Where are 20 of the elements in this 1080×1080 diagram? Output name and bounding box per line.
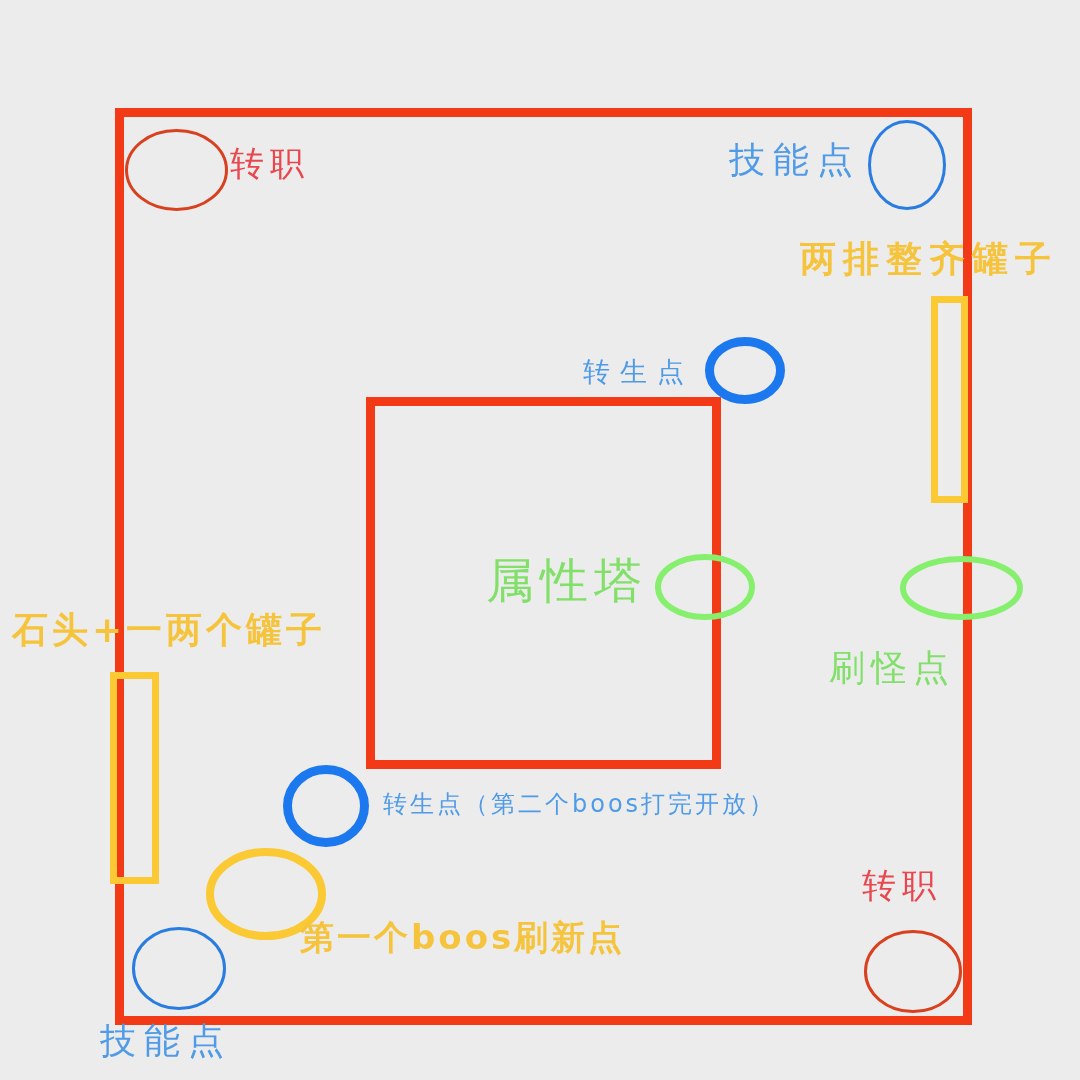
map-label: 转职 bbox=[862, 868, 942, 902]
map-label: 转职 bbox=[230, 146, 310, 180]
inner-square bbox=[366, 397, 721, 769]
map-label: 转生点 bbox=[583, 358, 694, 385]
map-label: 技能点 bbox=[729, 142, 861, 178]
map-label: 第一个boos刷新点 bbox=[300, 920, 626, 954]
ring-marker bbox=[283, 765, 369, 847]
area-label: 属性塔 bbox=[486, 556, 648, 604]
ring-marker bbox=[864, 930, 962, 1013]
map-label: 转生点（第二个boos打完开放） bbox=[383, 792, 777, 816]
ring-marker bbox=[900, 556, 1023, 620]
rectangle-marker bbox=[110, 672, 159, 884]
ring-marker bbox=[705, 337, 785, 404]
ring-marker bbox=[132, 927, 226, 1010]
ring-marker bbox=[868, 120, 946, 210]
map-label: 技能点 bbox=[100, 1023, 232, 1059]
map-label: 刷怪点 bbox=[829, 650, 955, 686]
rectangle-marker bbox=[931, 296, 968, 503]
ring-marker bbox=[655, 554, 755, 620]
ring-marker bbox=[125, 129, 228, 211]
